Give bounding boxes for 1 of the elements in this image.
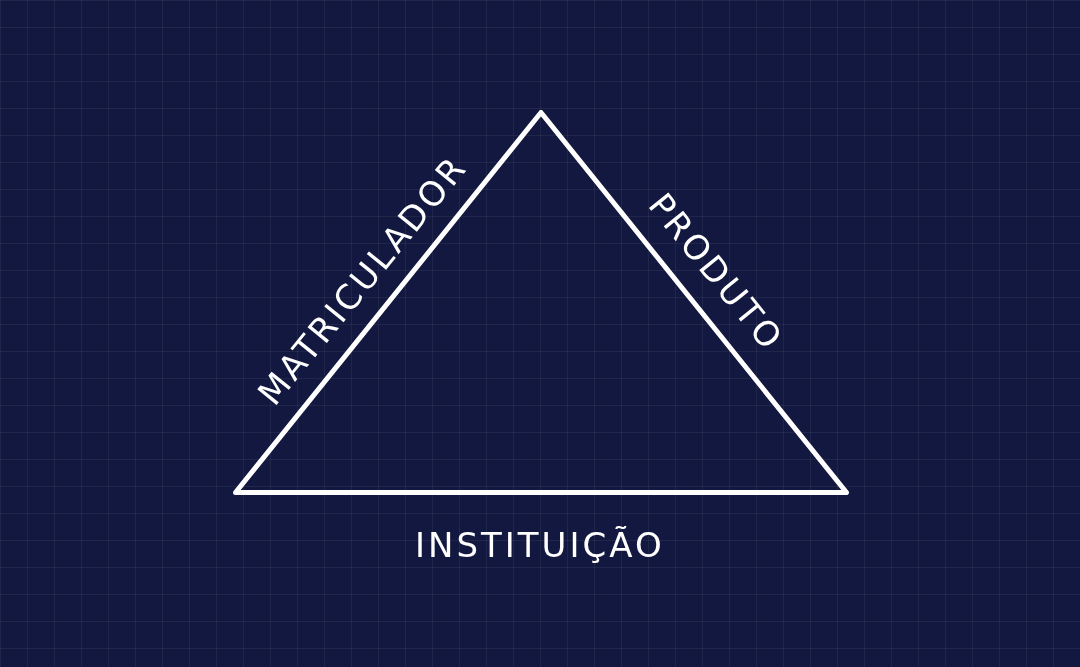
base-label: INSTITUIÇÃO <box>415 528 665 562</box>
